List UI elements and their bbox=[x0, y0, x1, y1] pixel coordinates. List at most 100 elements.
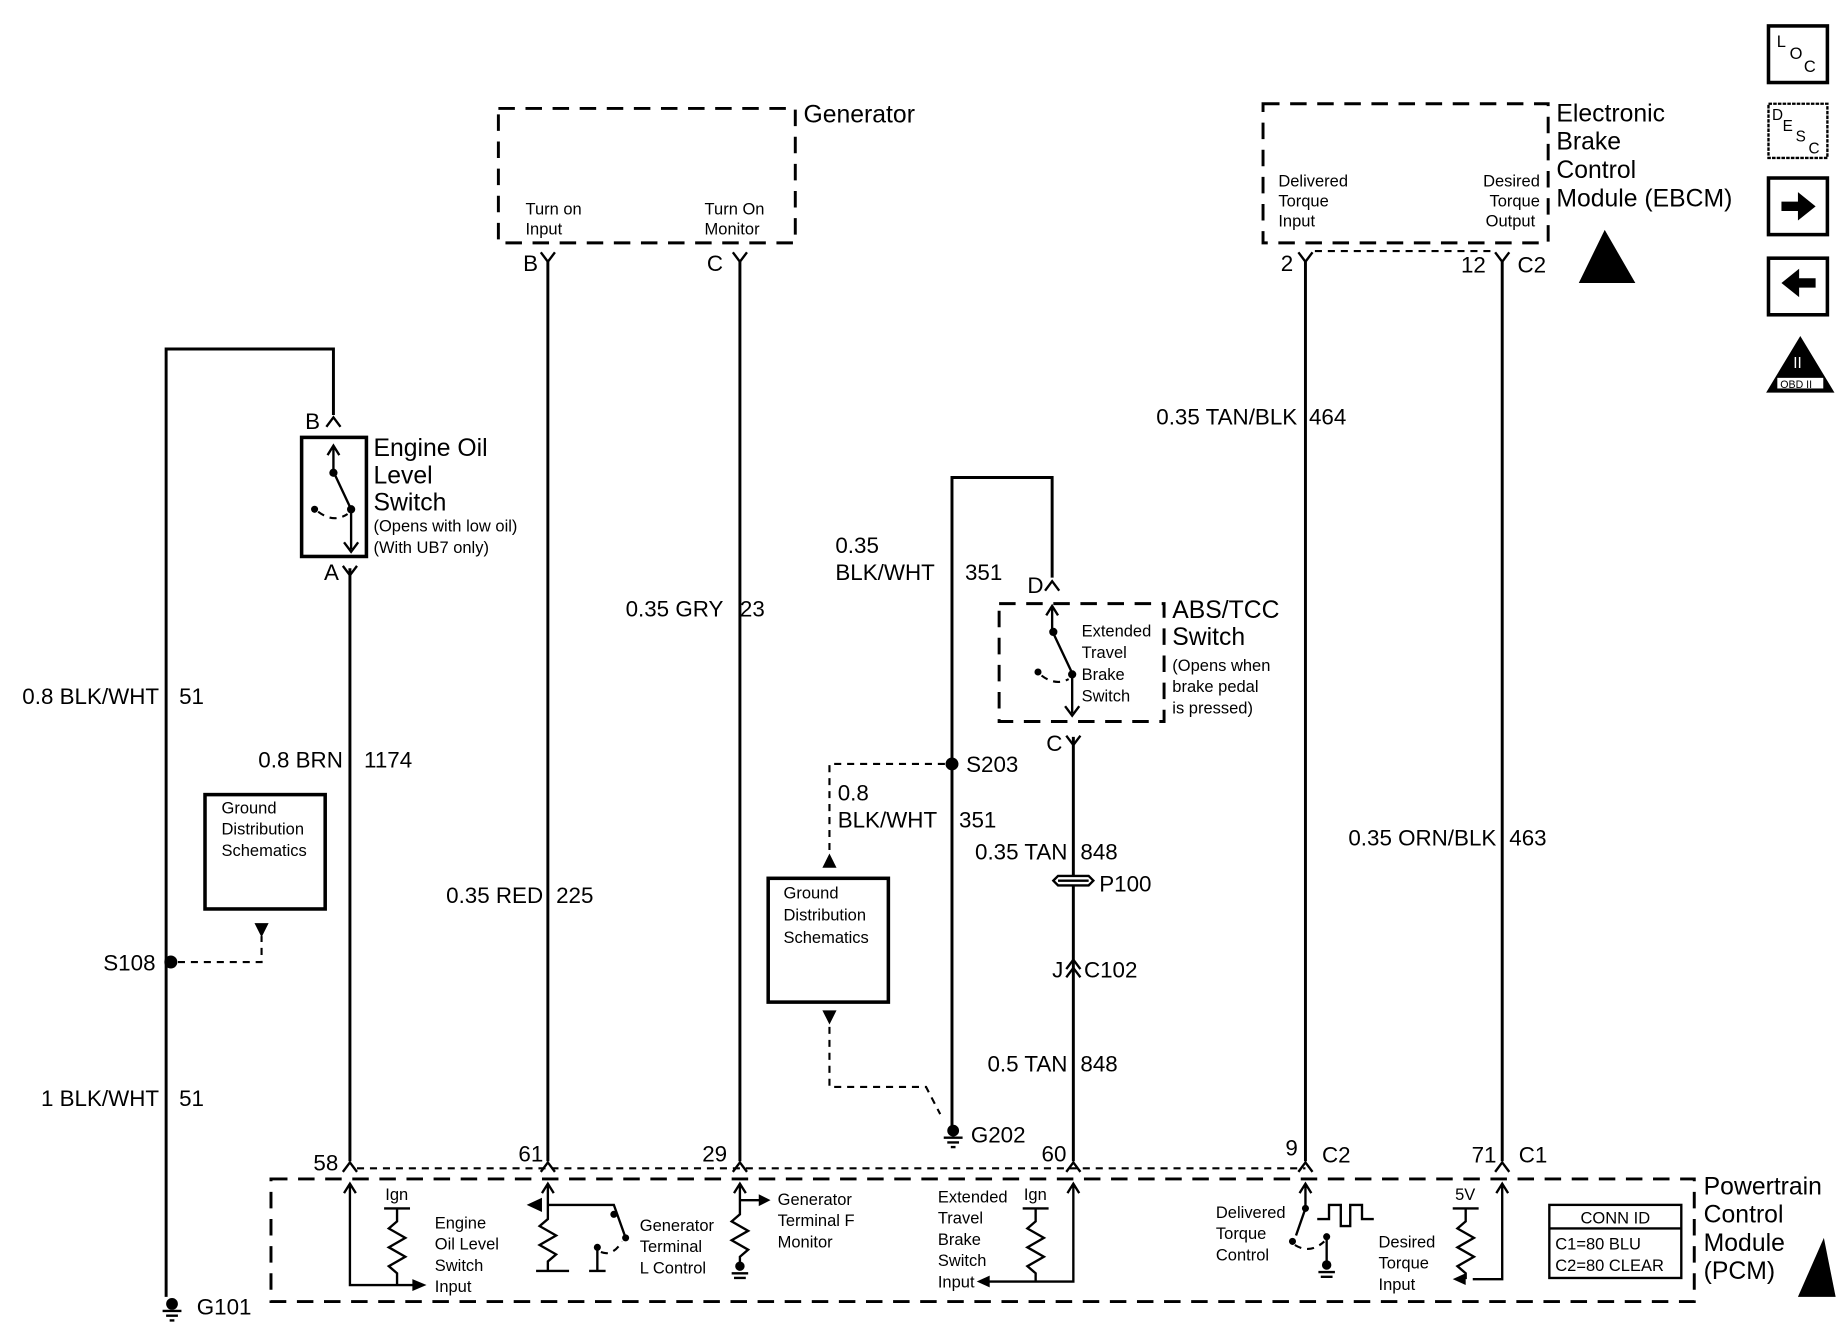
ebcm-name-1: Electronic bbox=[1556, 100, 1665, 127]
abs-switch-note-2: brake pedal bbox=[1172, 678, 1258, 696]
oil-switch-name-3: Switch bbox=[373, 489, 446, 516]
desc-button[interactable]: D E S C bbox=[1767, 102, 1829, 160]
wire-circuit-225: 225 bbox=[556, 883, 593, 908]
ebcm-pin-12-label-1: Desired bbox=[1483, 172, 1540, 190]
oil-switch-pin-a: A bbox=[324, 560, 339, 585]
wire-circuit-848-upper: 848 bbox=[1080, 839, 1117, 864]
pcm-desired-5v: 5V bbox=[1455, 1186, 1475, 1204]
previous-page-button[interactable] bbox=[1766, 256, 1830, 317]
wire-label-463: 0.35 ORN/BLK bbox=[1348, 825, 1496, 850]
desc-icon-s: S bbox=[1796, 128, 1806, 145]
oil-switch-note-2: (With UB7 only) bbox=[373, 539, 488, 557]
ebcm-pin-2-label-1: Delivered bbox=[1278, 172, 1348, 190]
abs-switch-pin-d: D bbox=[1027, 573, 1043, 598]
ground-g101-label: G101 bbox=[197, 1295, 252, 1320]
ebcm-name-3: Control bbox=[1556, 157, 1636, 184]
pcm-brake-line-1: Extended bbox=[938, 1189, 1008, 1207]
ebcm-name-4: Module (EBCM) bbox=[1556, 185, 1732, 212]
connector-c102-label: C102 bbox=[1084, 957, 1137, 982]
abs-switch-note-1: (Opens when bbox=[1172, 657, 1270, 675]
oil-switch-pin-b: B bbox=[305, 409, 320, 434]
pcm-gen-l-line-2: Terminal bbox=[640, 1238, 702, 1256]
pcm-pin-29: 29 bbox=[702, 1141, 727, 1166]
abs-switch-inner-1: Extended bbox=[1082, 623, 1152, 641]
pcm-oil-line-4: Input bbox=[435, 1278, 472, 1296]
loc-button[interactable]: L O C bbox=[1766, 24, 1830, 85]
pcm-delivered-line-3: Control bbox=[1216, 1246, 1269, 1264]
abs-switch-inner-2: Travel bbox=[1082, 644, 1127, 662]
pcm-esd-warning-icon bbox=[1797, 1237, 1836, 1297]
ebcm-pin-2-label-2: Torque bbox=[1278, 192, 1328, 210]
ground-g101: G101 bbox=[162, 1295, 252, 1322]
pcm-name-1: Powertrain bbox=[1704, 1173, 1822, 1200]
wire-label-351-lower-1: 0.8 bbox=[838, 780, 869, 805]
ground-dist-2-line-2: Distribution bbox=[784, 907, 867, 925]
abs-tcc-switch: D C Extended Travel Brake Switch ABS/TCC… bbox=[997, 573, 1280, 756]
pcm-pin-61: 61 bbox=[518, 1141, 543, 1166]
pcm-name-3: Module bbox=[1704, 1230, 1785, 1257]
abs-switch-name-1: ABS/TCC bbox=[1172, 597, 1279, 624]
abs-switch-inner-3: Brake bbox=[1082, 666, 1125, 684]
ebcm-pin-12: 12 bbox=[1461, 252, 1486, 277]
wire-label-51-upper: 0.8 BLK/WHT bbox=[22, 684, 159, 709]
wire-circuit-351-lower: 351 bbox=[959, 808, 996, 833]
next-page-button[interactable] bbox=[1766, 176, 1830, 237]
wire-label-225: 0.35 RED bbox=[446, 883, 543, 908]
wire-circuit-51-upper: 51 bbox=[179, 684, 204, 709]
ebcm-name-2: Brake bbox=[1556, 129, 1621, 156]
abs-switch-name-2: Switch bbox=[1172, 624, 1245, 651]
pcm-pin-58: 58 bbox=[313, 1151, 338, 1176]
wire-label-464: 0.35 TAN/BLK bbox=[1156, 404, 1297, 429]
connector-c102-pin: J bbox=[1052, 957, 1063, 982]
ebcm-pin-12-label-2: Torque bbox=[1489, 192, 1539, 210]
pcm-desired-line-3: Input bbox=[1379, 1276, 1416, 1294]
ebcm-pin-2: 2 bbox=[1281, 251, 1293, 276]
pcm-brake-line-2: Travel bbox=[938, 1210, 983, 1228]
wire-circuit-1174: 1174 bbox=[364, 747, 412, 772]
ebcm-component: Electronic Brake Control Module (EBCM) D… bbox=[1261, 100, 1732, 283]
wire-circuit-351-upper: 351 bbox=[965, 560, 1002, 585]
wire-label-351-lower-2: BLK/WHT bbox=[838, 808, 938, 833]
ground-g202: G202 bbox=[943, 1122, 1026, 1149]
splice-s108 bbox=[164, 955, 178, 969]
pcm-gen-l-line-3: L Control bbox=[640, 1259, 706, 1277]
desc-icon-e: E bbox=[1783, 118, 1793, 135]
pcm-brake-ign: Ign bbox=[1024, 1186, 1047, 1204]
connector-p100: P100 bbox=[1051, 871, 1152, 896]
wire-label-848-upper: 0.35 TAN bbox=[975, 839, 1067, 864]
engine-oil-level-switch: B A Engine Oil Level Switch (Opens with … bbox=[299, 409, 517, 585]
abs-switch-note-3: is pressed) bbox=[1172, 699, 1253, 717]
pcm-name-2: Control bbox=[1704, 1202, 1784, 1229]
pcm-pin-71: 71 bbox=[1472, 1142, 1497, 1167]
loc-icon: L bbox=[1777, 33, 1786, 51]
loc-icon-c: C bbox=[1804, 58, 1816, 76]
generator-pin-c: C bbox=[707, 251, 723, 276]
oil-switch-note-1: (Opens with low oil) bbox=[373, 518, 517, 536]
esd-warning-icon bbox=[1578, 229, 1636, 283]
ground-distribution-link-2[interactable]: Ground Distribution Schematics bbox=[766, 876, 891, 1004]
pcm-component: Powertrain Control Module (PCM) 58 61 29… bbox=[269, 1135, 1836, 1304]
pcm-pin-9-connector: C2 bbox=[1322, 1142, 1351, 1167]
obd-ii-label: OBD II bbox=[1780, 379, 1812, 391]
ebcm-connector-c2: C2 bbox=[1518, 252, 1547, 277]
splice-s203-label: S203 bbox=[966, 752, 1018, 777]
ground-dist-2-line-3: Schematics bbox=[784, 929, 869, 947]
wire-circuit-51-lower: 51 bbox=[179, 1086, 204, 1111]
generator-pin-b-label-1: Turn on bbox=[525, 201, 581, 219]
ebcm-pin-12-label-3: Output bbox=[1486, 212, 1536, 230]
abs-switch-inner-4: Switch bbox=[1082, 687, 1131, 705]
obd-ii-button[interactable]: II OBD II bbox=[1766, 336, 1835, 393]
wire-label-351-upper-2: BLK/WHT bbox=[835, 560, 935, 585]
pcm-gen-f-line-3: Monitor bbox=[778, 1233, 834, 1251]
desc-icon: D bbox=[1772, 107, 1783, 124]
ground-g202-label: G202 bbox=[971, 1122, 1026, 1147]
ground-distribution-link-1[interactable]: Ground Distribution Schematics bbox=[203, 792, 327, 911]
pcm-desired-line-1: Desired bbox=[1379, 1233, 1436, 1251]
pcm-pin-9: 9 bbox=[1285, 1135, 1297, 1160]
ground-dist-2-line-1: Ground bbox=[784, 884, 839, 902]
loc-icon-o: O bbox=[1790, 45, 1803, 63]
oil-switch-name-1: Engine Oil bbox=[373, 435, 487, 462]
pcm-name-4: (PCM) bbox=[1704, 1258, 1775, 1285]
wire-circuit-848-lower: 848 bbox=[1080, 1052, 1117, 1077]
